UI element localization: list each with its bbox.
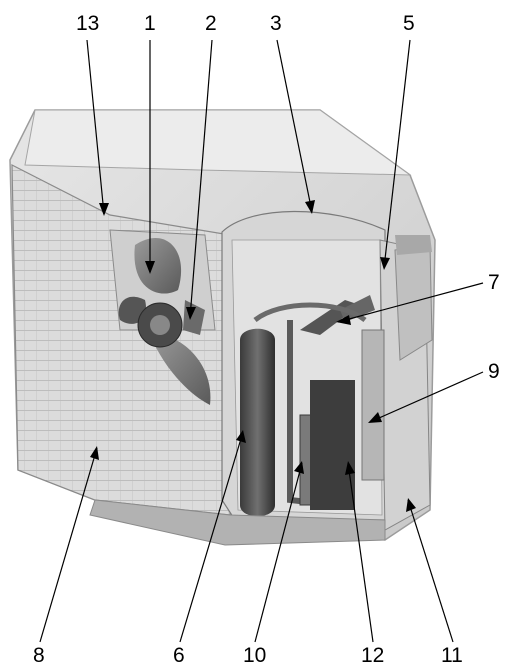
callout-labels: 13 1 2 3 5 7 9 8 6 10 12 11 xyxy=(33,12,500,667)
compressor xyxy=(240,328,275,517)
callout-7: 7 xyxy=(488,271,500,294)
arrowhead-3 xyxy=(305,200,315,214)
callout-13: 13 xyxy=(76,12,99,35)
callout-12: 12 xyxy=(361,644,384,666)
arrowhead-6 xyxy=(236,430,246,443)
valve-block xyxy=(361,329,385,481)
callout-3: 3 xyxy=(270,12,282,35)
leader-2 xyxy=(189,39,213,319)
callout-1: 1 xyxy=(144,12,156,35)
callout-2: 2 xyxy=(205,12,217,35)
callout-5: 5 xyxy=(403,12,415,35)
arrowhead-5 xyxy=(380,257,390,270)
leader-lines xyxy=(39,39,484,643)
arrowhead-10 xyxy=(294,461,304,474)
callout-11: 11 xyxy=(441,644,463,666)
leader-12 xyxy=(347,462,374,643)
arrowhead-1 xyxy=(145,261,155,274)
fan-assembly xyxy=(109,229,216,405)
leader-8 xyxy=(39,447,98,643)
leader-11 xyxy=(407,499,454,643)
arrowhead-9 xyxy=(368,412,382,423)
callout-6: 6 xyxy=(173,644,185,666)
callout-8: 8 xyxy=(33,644,45,666)
leader-arrowheads xyxy=(90,200,416,512)
callout-9: 9 xyxy=(488,360,500,383)
leader-10 xyxy=(254,462,303,643)
leader-6 xyxy=(179,431,244,643)
heat-exchanger-coil xyxy=(379,235,433,531)
callout-10: 10 xyxy=(243,644,266,666)
leader-7 xyxy=(337,282,484,323)
arrowhead-8 xyxy=(90,446,99,460)
leader-3 xyxy=(276,39,313,213)
leader-9 xyxy=(369,371,484,423)
arrowhead-7 xyxy=(336,315,351,325)
base-pan xyxy=(89,499,386,546)
arrowhead-11 xyxy=(406,498,416,512)
arrowhead-12 xyxy=(345,461,355,475)
arrowhead-2 xyxy=(186,307,196,320)
arrowhead-13 xyxy=(99,203,109,216)
refrigerant-tubing xyxy=(253,295,375,510)
leader-5 xyxy=(383,39,411,269)
leader-13 xyxy=(86,39,105,215)
